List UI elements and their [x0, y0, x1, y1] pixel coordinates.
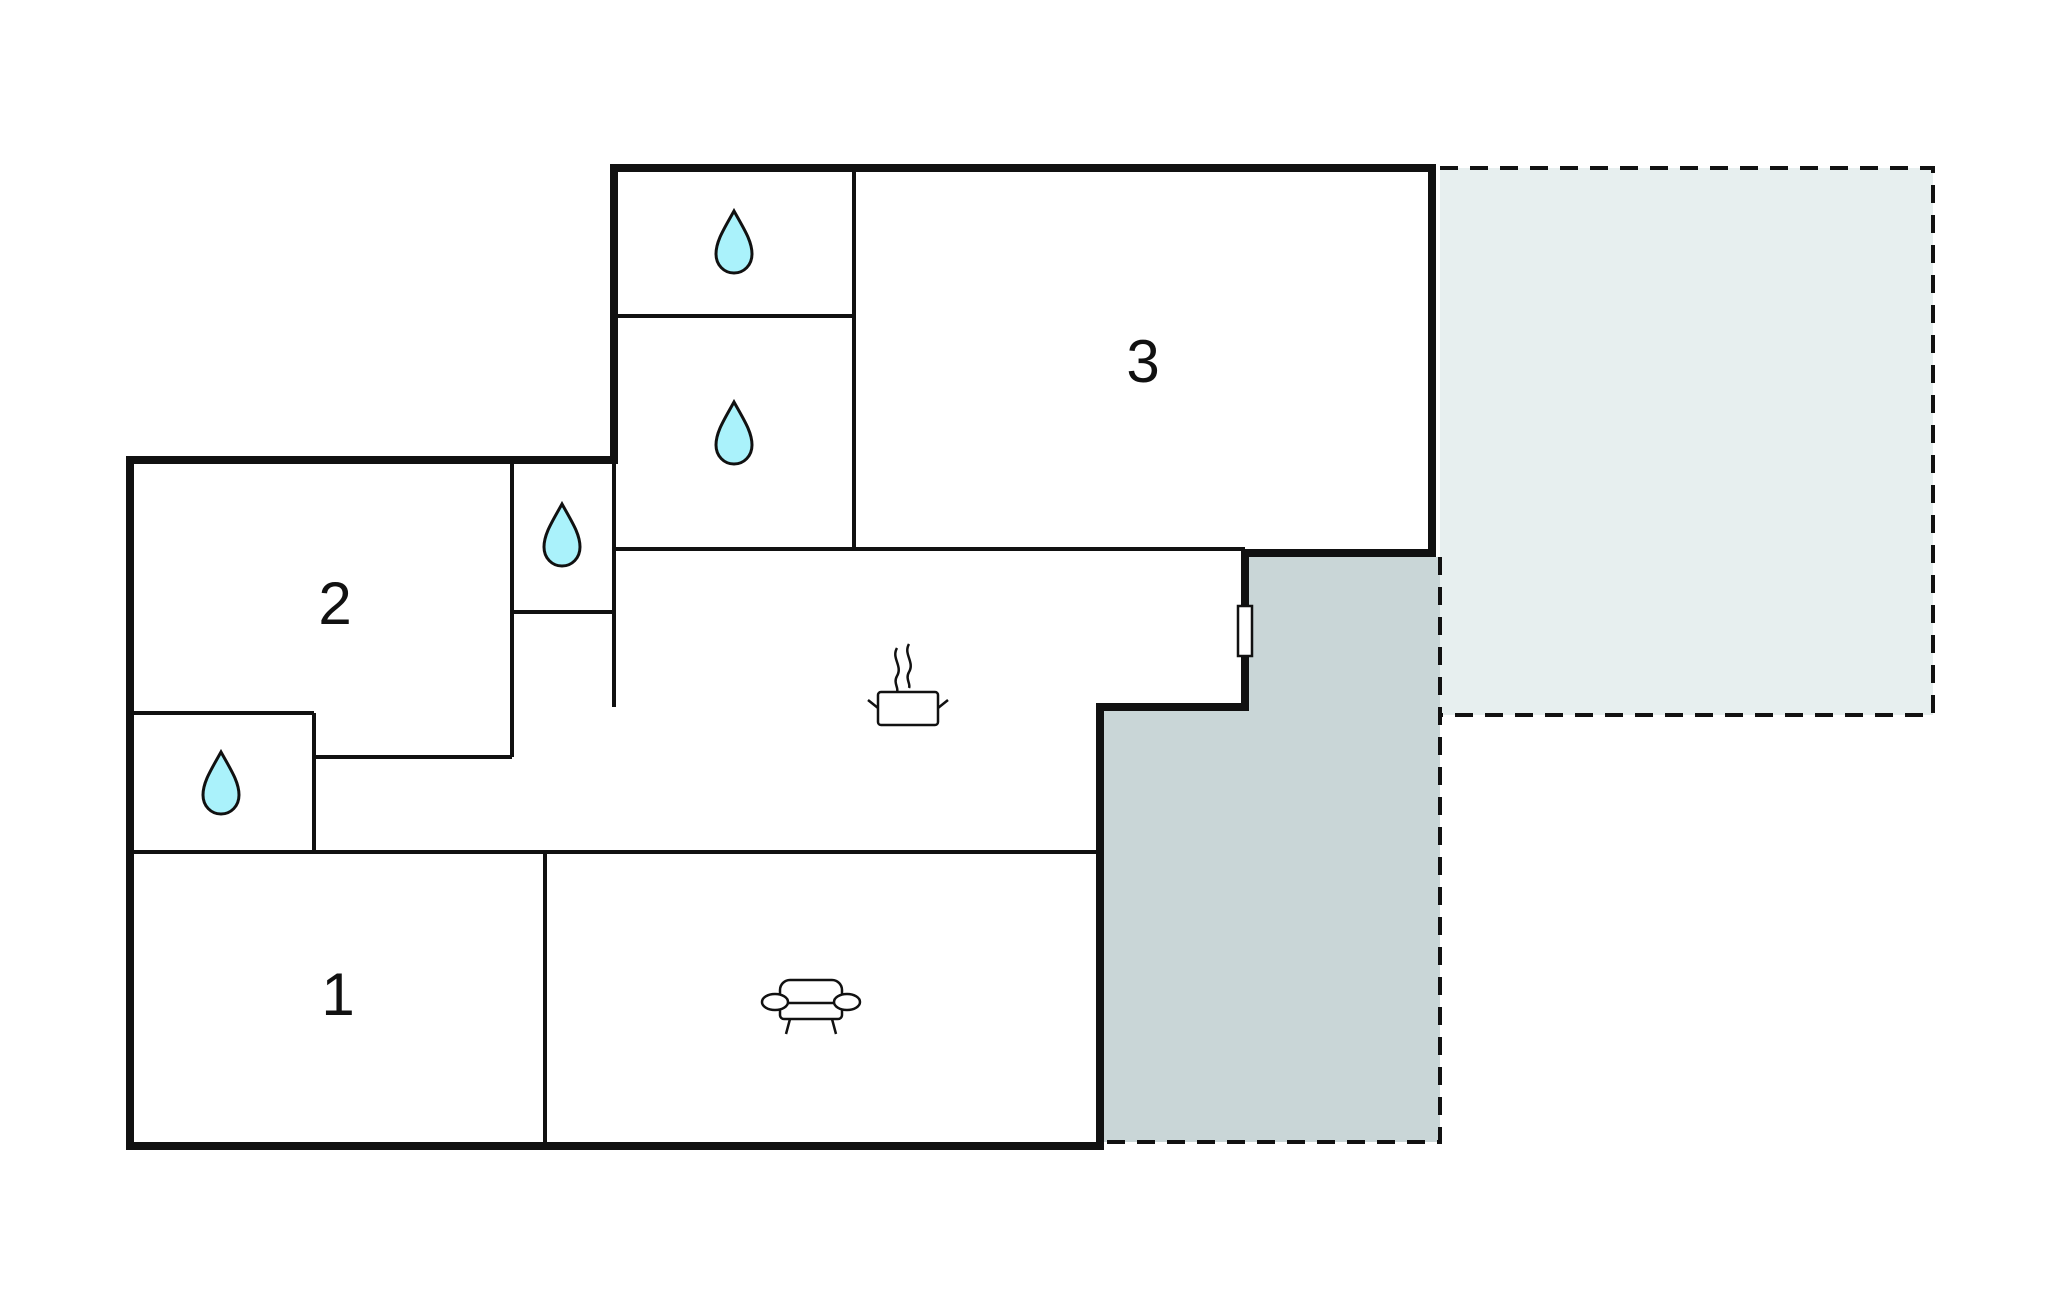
- sofa-icon: [760, 978, 862, 1035]
- terrace-outline-covered: [1100, 557, 1442, 1144]
- room-label-1: 1: [321, 961, 354, 1028]
- water-drop-icon: [201, 748, 241, 816]
- room-label-3: 3: [1126, 328, 1159, 395]
- terrace-outline-open: [1440, 166, 1935, 717]
- cooking-pot-icon: [867, 643, 949, 727]
- exterior-wall: [126, 164, 1436, 1150]
- covered-terrace: [1100, 557, 1440, 1142]
- door-icon: [1236, 604, 1254, 658]
- water-drop-icon: [542, 500, 582, 568]
- room-label-2: 2: [318, 570, 351, 637]
- water-drop-icon: [714, 207, 754, 275]
- open-terrace: [1440, 168, 1933, 715]
- water-drop-icon: [714, 398, 754, 466]
